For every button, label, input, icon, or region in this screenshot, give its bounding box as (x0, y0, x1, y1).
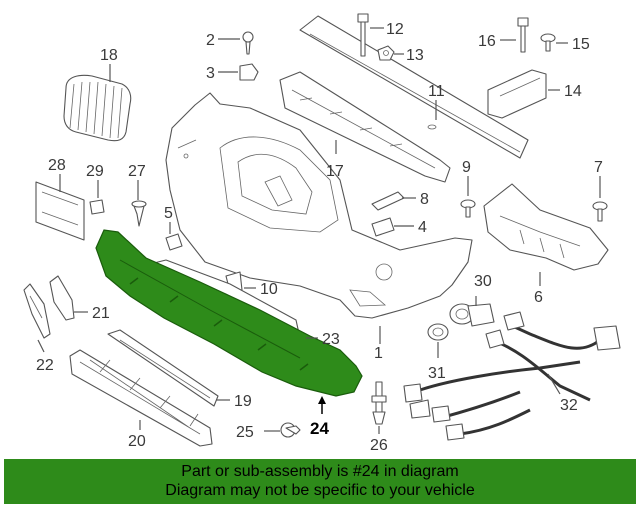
part-13-nut[interactable] (377, 45, 395, 61)
part-3-clip[interactable] (239, 63, 259, 81)
part-24-lower-spoiler[interactable] (95, 229, 363, 397)
callout-11: 11 (428, 83, 445, 100)
callout-13: 13 (406, 47, 424, 64)
callout-21: 21 (92, 305, 110, 322)
part-32-wiring-harness[interactable] (403, 311, 621, 441)
callout-18: 18 (100, 47, 118, 64)
callout-7: 7 (594, 159, 603, 176)
part-25-screw[interactable] (280, 422, 301, 438)
part-31-sensor[interactable] (427, 323, 449, 341)
callout-17: 17 (326, 163, 344, 180)
callout-24-highlighted: 24 (310, 419, 329, 438)
callout-31: 31 (428, 365, 446, 382)
part-2-screw[interactable] (242, 31, 254, 55)
part-29-clip[interactable] (89, 199, 105, 215)
callout-12: 12 (386, 21, 404, 38)
leader-lines (37, 27, 601, 434)
callout-26: 26 (370, 437, 388, 454)
footer-banner: Part or sub-assembly is #24 in diagram D… (4, 459, 636, 504)
part-30-sensor[interactable] (449, 303, 495, 327)
part-11-impact-bar[interactable] (299, 15, 529, 159)
callout-14: 14 (564, 83, 582, 100)
callout-10: 10 (260, 281, 278, 298)
callout-27: 27 (128, 163, 146, 180)
part-27-push-pin[interactable] (131, 200, 147, 227)
part-1-bumper-cover[interactable] (165, 92, 473, 319)
part-12-bolt[interactable] (357, 13, 369, 57)
callout-29: 29 (86, 163, 104, 180)
callout-16: 16 (478, 33, 496, 50)
callout-22: 22 (36, 357, 54, 374)
callout-3: 3 (206, 65, 215, 82)
callout-labels: 18 2 3 12 13 16 15 14 11 17 28 29 27 5 9… (36, 21, 603, 454)
part-9-screw[interactable] (460, 199, 476, 218)
callout-32: 32 (560, 397, 578, 414)
part-20-lower-grille[interactable] (69, 349, 213, 447)
part-6-side-bracket[interactable] (483, 183, 609, 271)
callout-23: 23 (322, 331, 340, 348)
part-28-plate-bracket[interactable] (35, 181, 85, 241)
callout-19: 19 (234, 393, 252, 410)
part-8-bracket[interactable] (371, 191, 405, 211)
part-18-grille[interactable] (63, 74, 132, 142)
callout-1: 1 (374, 345, 383, 362)
part-4-bracket[interactable] (371, 217, 395, 237)
footer-line-2: Diagram may not be specific to your vehi… (165, 482, 475, 499)
part-14-bracket[interactable] (487, 69, 547, 119)
callout-30: 30 (474, 273, 492, 290)
part-15-screw[interactable] (540, 33, 556, 52)
part-21-side-trim[interactable] (49, 275, 75, 321)
callout-9: 9 (462, 159, 471, 176)
part-19-trim[interactable] (107, 329, 219, 407)
footer-line-1: Part or sub-assembly is #24 in diagram (181, 463, 459, 480)
callout-8: 8 (420, 191, 429, 208)
callout-5: 5 (164, 205, 173, 222)
part-22-side-trim[interactable] (23, 283, 51, 339)
callout-2: 2 (206, 32, 215, 49)
part-5-bracket[interactable] (165, 233, 183, 251)
part-26-stud[interactable] (371, 381, 387, 425)
part-16-bolt[interactable] (517, 17, 529, 53)
part-7-screw[interactable] (592, 201, 608, 222)
callout-4: 4 (418, 219, 427, 236)
callout-6: 6 (534, 289, 543, 306)
callout-25: 25 (236, 424, 254, 441)
bumper-diagram: 18 2 3 12 13 16 15 14 11 17 28 29 27 5 9… (23, 13, 621, 454)
callout-28: 28 (48, 157, 66, 174)
callout-20: 20 (128, 433, 146, 450)
part-17-absorber[interactable] (279, 71, 451, 183)
callout-15: 15 (572, 36, 590, 53)
